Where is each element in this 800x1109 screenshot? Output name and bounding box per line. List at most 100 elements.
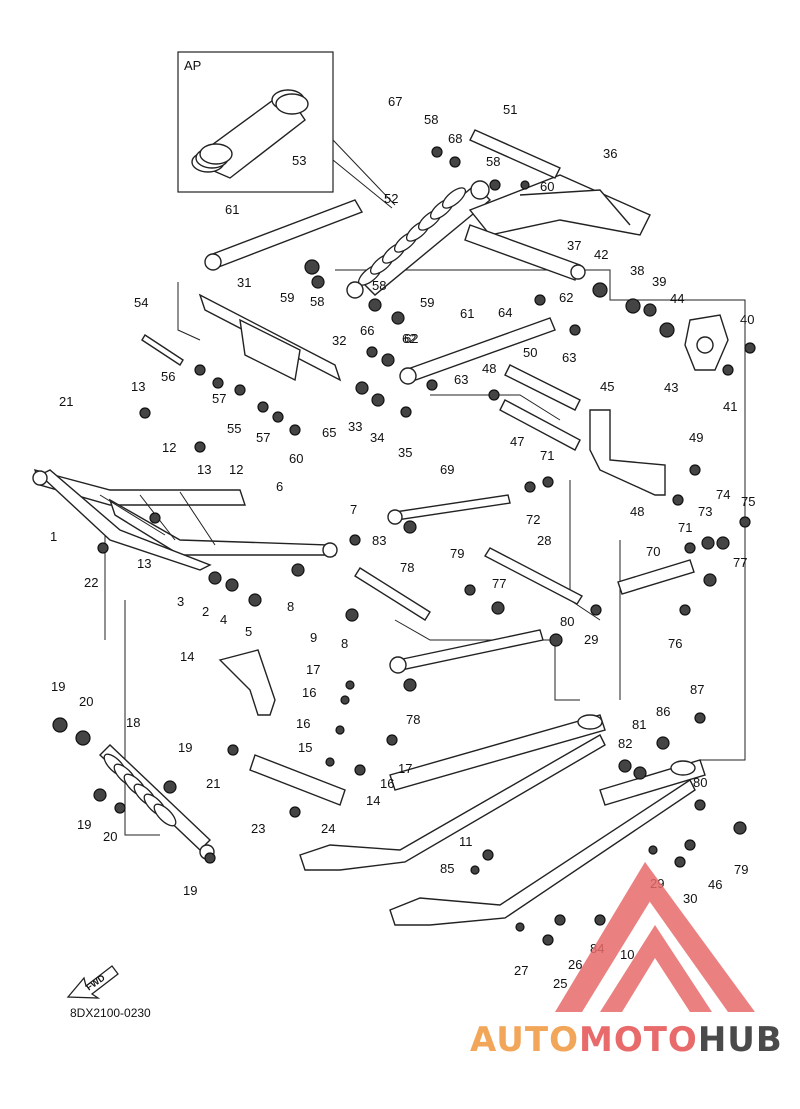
callout: 13 bbox=[197, 462, 211, 477]
callout: 69 bbox=[440, 462, 454, 477]
callout: 59 bbox=[420, 295, 434, 310]
callout: 63 bbox=[454, 372, 468, 387]
skid-rail-right bbox=[389, 778, 696, 926]
callout: 16 bbox=[302, 685, 316, 700]
callout: 80 bbox=[693, 775, 707, 790]
callout: 61 bbox=[225, 202, 239, 217]
callout: 67 bbox=[388, 94, 402, 109]
callout: 16 bbox=[296, 716, 310, 731]
rod-70 bbox=[617, 559, 695, 595]
callout: 61 bbox=[460, 306, 474, 321]
callout: 39 bbox=[652, 274, 666, 289]
callout: 71 bbox=[540, 448, 554, 463]
callout: 55 bbox=[227, 421, 241, 436]
callout: 21 bbox=[206, 776, 220, 791]
callout: 26 bbox=[568, 957, 582, 972]
callout: 10 bbox=[620, 947, 634, 962]
callout: 75 bbox=[741, 494, 755, 509]
callout: 82 bbox=[618, 736, 632, 751]
callout: 30 bbox=[683, 891, 697, 906]
bolt-54 bbox=[141, 334, 184, 366]
part-callouts: 53 67 58 68 51 58 60 36 52 61 37 42 38 3… bbox=[50, 94, 755, 991]
callout: 57 bbox=[256, 430, 270, 445]
callout: 46 bbox=[708, 877, 722, 892]
callout: 14 bbox=[366, 793, 380, 808]
callout: 65 bbox=[322, 425, 336, 440]
callout: 33 bbox=[348, 419, 362, 434]
callout: 43 bbox=[664, 380, 678, 395]
callout: 80 bbox=[560, 614, 574, 629]
callout: 3 bbox=[177, 594, 184, 609]
callout: 83 bbox=[372, 533, 386, 548]
callout: 8 bbox=[341, 636, 348, 651]
callout: 23 bbox=[251, 821, 265, 836]
callout: 70 bbox=[646, 544, 660, 559]
callout: 62 bbox=[404, 331, 418, 346]
callout: 42 bbox=[594, 247, 608, 262]
callout: 41 bbox=[723, 399, 737, 414]
callout: 17 bbox=[306, 662, 320, 677]
rod-28 bbox=[484, 547, 583, 605]
skid-rail-left bbox=[299, 734, 606, 871]
callout: 45 bbox=[600, 379, 614, 394]
callout: 40 bbox=[740, 312, 754, 327]
callout: 87 bbox=[690, 682, 704, 697]
callout: 78 bbox=[400, 560, 414, 575]
watermark-text: AUTOMOTOHUB bbox=[470, 1020, 783, 1060]
bracket-45 bbox=[589, 409, 666, 496]
fwd-arrow-icon: FWD bbox=[66, 965, 119, 999]
callout: 64 bbox=[498, 305, 512, 320]
callout: 24 bbox=[321, 821, 335, 836]
callout: 79 bbox=[734, 862, 748, 877]
callout: 50 bbox=[523, 345, 537, 360]
callout: 86 bbox=[656, 704, 670, 719]
callout: 68 bbox=[448, 131, 462, 146]
callout: 6 bbox=[276, 479, 283, 494]
callout: 11 bbox=[459, 834, 473, 849]
callout: 19 bbox=[77, 817, 91, 832]
callout: 20 bbox=[103, 829, 117, 844]
damper-rod bbox=[397, 629, 544, 671]
callout: 60 bbox=[540, 179, 554, 194]
callout: 29 bbox=[584, 632, 598, 647]
callout: 51 bbox=[503, 102, 517, 117]
inset-label: AP bbox=[184, 58, 202, 73]
callout: 31 bbox=[237, 275, 251, 290]
callout: 48 bbox=[482, 361, 496, 376]
lower-shock-absorber bbox=[98, 744, 215, 860]
callout: 74 bbox=[716, 487, 730, 502]
inset-boot-drawing bbox=[191, 89, 309, 179]
callout: 8 bbox=[287, 599, 294, 614]
callout: 12 bbox=[162, 440, 176, 455]
watermark-part2: MOTO bbox=[578, 1020, 698, 1060]
bracket-14 bbox=[218, 649, 276, 716]
rod-51 bbox=[469, 129, 561, 179]
callout: 78 bbox=[406, 712, 420, 727]
rod-50 bbox=[504, 364, 581, 411]
callout: 28 bbox=[537, 533, 551, 548]
callout: 19 bbox=[178, 740, 192, 755]
diagram-code: 8DX2100-0230 bbox=[70, 1006, 151, 1020]
callout: 48 bbox=[630, 504, 644, 519]
fasteners bbox=[52, 146, 756, 946]
callout: 27 bbox=[514, 963, 528, 978]
callout: 34 bbox=[370, 430, 384, 445]
callout: 56 bbox=[161, 369, 175, 384]
callout: 12 bbox=[229, 462, 243, 477]
callout: 71 bbox=[678, 520, 692, 535]
callout: 1 bbox=[50, 529, 57, 544]
callout: 62 bbox=[402, 331, 416, 346]
callout: 47 bbox=[510, 434, 524, 449]
watermark-logo-icon bbox=[555, 862, 755, 1012]
callout: 77 bbox=[733, 555, 747, 570]
callout: 58 bbox=[372, 278, 386, 293]
watermark-part1: AUTO bbox=[470, 1020, 579, 1060]
callout: 15 bbox=[298, 740, 312, 755]
front-suspension-arm bbox=[32, 468, 338, 571]
callout: 54 bbox=[134, 295, 148, 310]
callout: 73 bbox=[698, 504, 712, 519]
callout: 7 bbox=[350, 502, 357, 517]
callout: 58 bbox=[310, 294, 324, 309]
rod-69 bbox=[394, 494, 511, 521]
callout: 19 bbox=[51, 679, 65, 694]
